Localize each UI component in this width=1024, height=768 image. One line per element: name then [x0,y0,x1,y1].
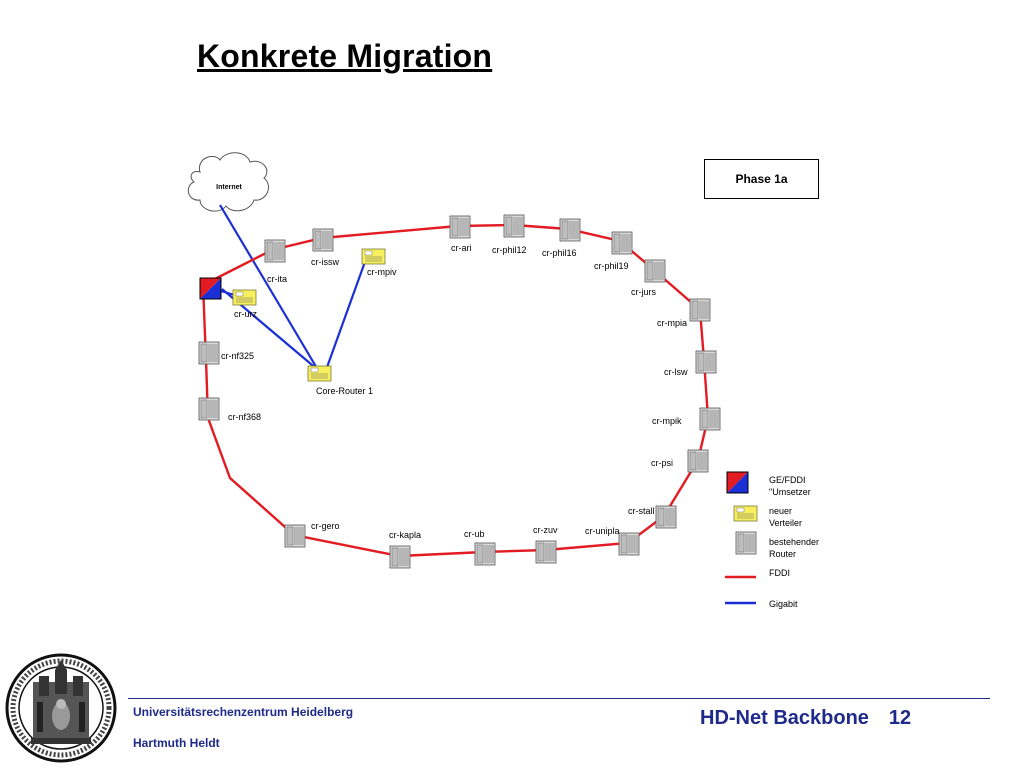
distributor-cr-mpiv-icon [361,248,386,265]
legend-existing-label-2: Router [769,549,796,559]
label-cr-phil19: cr-phil19 [594,261,629,271]
router-cr-phil12-icon [503,214,525,238]
label-cr-issw: cr-issw [311,257,339,267]
router-cr-mpik-icon [699,407,721,431]
slide-title: Konkrete Migration [197,38,493,74]
legend-converter-icon [726,471,749,494]
label-cr-mpiv: cr-mpiv [367,267,397,277]
router-cr-phil19-icon [611,231,633,255]
footer-divider [128,698,990,699]
router-cr-kapla-icon [389,545,411,569]
internet-label: Internet [216,184,242,191]
legend-router-icon [735,531,757,555]
label-cr-unipla: cr-unipla [585,526,620,536]
core-router-icon [307,365,332,382]
router-cr-gero-icon [284,524,306,548]
label-cr-jurs: cr-jurs [631,287,656,297]
label-cr-ub: cr-ub [464,529,485,539]
footer-author: Hartmuth Heldt [133,736,220,750]
label-cr-ari: cr-ari [451,243,472,253]
router-cr-phil16-icon [559,218,581,242]
legend-new-label-2: Verteiler [769,518,802,528]
label-cr-zuv: cr-zuv [533,525,558,535]
legend-distributor-icon [733,505,758,522]
label-cr-stall: cr-stall [628,506,655,516]
legend-converter-label-1: GE/FDDI [769,475,806,485]
router-cr-zuv-icon [535,540,557,564]
label-cr-kapla: cr-kapla [389,530,421,540]
router-cr-stall-icon [655,505,677,529]
label-cr-urz: cr-urz [234,309,257,319]
page-number: 12 [888,707,912,729]
router-cr-ita-icon [264,239,286,263]
router-cr-ari-icon [449,215,471,239]
router-cr-unipla-icon [618,532,640,556]
gigabit-links [213,204,368,371]
label-cr-nf325: cr-nf325 [221,351,254,361]
phase-label: Phase 1a [704,159,819,199]
footer-topic-block: HD-Net Backbone 12 [700,707,911,730]
router-cr-nf368-icon [198,397,220,421]
router-cr-lsw-icon [695,350,717,374]
ge-fddi-converter-icon [199,277,222,300]
router-cr-psi-icon [687,449,709,473]
footer-topic: HD-Net Backbone [700,707,869,729]
router-cr-jurs-icon [644,259,666,283]
legend-converter-label-2: "Umsetzer [769,487,811,497]
label-cr-psi: cr-psi [651,458,673,468]
label-cr-ita: cr-ita [267,274,287,284]
distributor-cr-urz-icon [232,289,257,306]
label-cr-mpik: cr-mpik [652,416,682,426]
internet-cloud-icon [187,152,269,212]
router-cr-mpia-icon [689,298,711,322]
university-seal-icon [5,653,117,763]
label-cr-phil12: cr-phil12 [492,245,527,255]
label-cr-mpia: cr-mpia [657,318,687,328]
label-cr-phil16: cr-phil16 [542,248,577,258]
label-cr-gero: cr-gero [311,521,340,531]
router-cr-ub-icon [474,542,496,566]
label-core-router: Core-Router 1 [316,386,373,396]
legend: GE/FDDI "Umsetzer neuer Verteiler besteh… [725,471,819,609]
legend-existing-label-1: bestehender [769,537,819,547]
label-cr-lsw: cr-lsw [664,367,688,377]
router-cr-issw-icon [312,228,334,252]
router-cr-nf325-icon [198,341,220,365]
legend-gigabit-label: Gigabit [769,599,798,609]
fddi-ring [201,223,710,558]
legend-fddi-label: FDDI [769,568,790,578]
footer-institution: Universitätsrechenzentrum Heidelberg [133,705,354,719]
legend-new-label-1: neuer [769,506,792,516]
label-cr-nf368: cr-nf368 [228,412,261,422]
network-diagram: Internet cr-ari cr-phil12 cr-phil16 cr-p… [187,152,819,609]
